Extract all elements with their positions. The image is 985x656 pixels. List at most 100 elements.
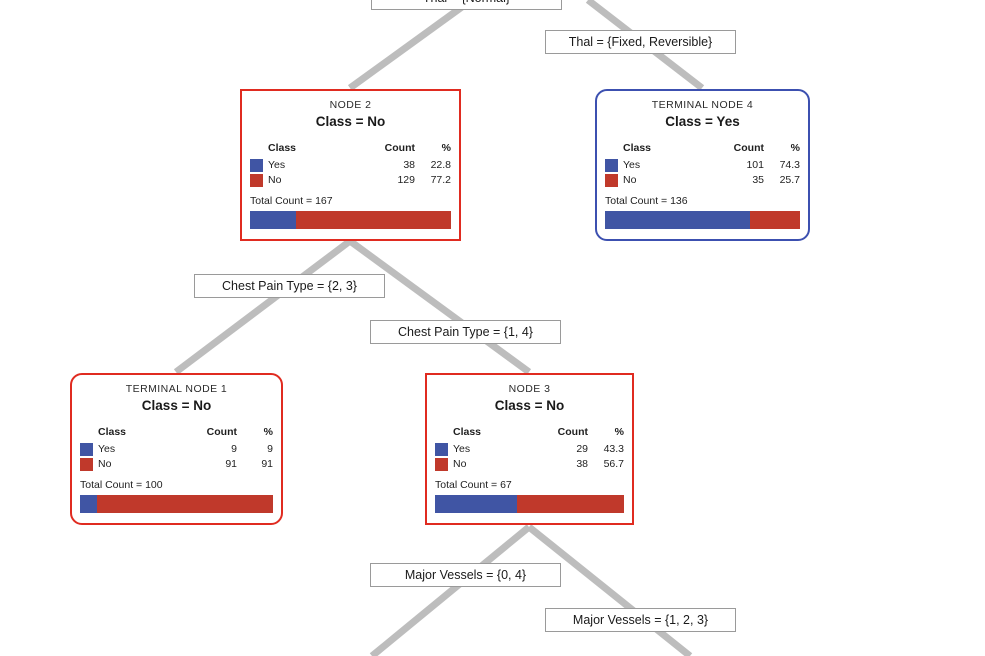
edge-label-major-vessels-1-2-3[interactable]: Major Vessels = {1, 2, 3} (545, 608, 736, 632)
header-class: Class (98, 426, 127, 438)
table-header-row: Class Count % (435, 425, 624, 440)
node-class-label: Class = Yes (665, 114, 740, 129)
row-pct: 9 (267, 443, 273, 455)
swatch-yes-icon (435, 443, 448, 456)
swatch-yes-icon (250, 159, 263, 172)
row-label: Yes (98, 443, 116, 455)
swatch-yes-icon (80, 443, 93, 456)
table-row: No 38 56.7 (435, 457, 624, 472)
edge-root-to-node2 (347, 1, 469, 91)
row-pct: 77.2 (430, 174, 451, 186)
node-distribution-bar (250, 211, 451, 229)
tree-node-terminal-node-1[interactable]: TERMINAL NODE 1 Class = No Class Count %… (70, 373, 283, 525)
node-class-table: Class Count % Yes 38 22.8 No 129 77.2 (250, 141, 451, 188)
header-count: Count (384, 142, 415, 154)
node-title: NODE 3 (508, 383, 551, 395)
row-label: No (268, 174, 282, 186)
header-count: Count (206, 426, 237, 438)
node-total-count: Total Count = 136 (605, 195, 688, 207)
bar-segment-no (749, 211, 800, 229)
bar-segment-no (516, 495, 624, 513)
row-pct: 22.8 (430, 159, 451, 171)
row-count: 38 (576, 458, 588, 470)
edge-label-thal-normal[interactable]: Thal = {Normal} (371, 0, 562, 10)
bar-segment-no (295, 211, 451, 229)
bar-segment-yes (605, 211, 750, 229)
table-row: No 91 91 (80, 457, 273, 472)
table-row: Yes 9 9 (80, 442, 273, 457)
row-count: 29 (576, 443, 588, 455)
tree-node-terminal-node-4[interactable]: TERMINAL NODE 4 Class = Yes Class Count … (595, 89, 810, 241)
table-row: Yes 101 74.3 (605, 158, 800, 173)
node-title: TERMINAL NODE 1 (125, 383, 228, 395)
row-pct: 56.7 (603, 458, 624, 470)
header-pct: % (263, 426, 273, 438)
node-class-table: Class Count % Yes 29 43.3 No 38 56.7 (435, 425, 624, 472)
node-class-label: Class = No (141, 398, 212, 413)
header-pct: % (441, 142, 451, 154)
bar-segment-yes (435, 495, 517, 513)
swatch-no-icon (250, 174, 263, 187)
row-label: Yes (268, 159, 286, 171)
edge-label-thal-fixed-reversible[interactable]: Thal = {Fixed, Reversible} (545, 30, 736, 54)
row-count: 38 (403, 159, 415, 171)
swatch-yes-icon (605, 159, 618, 172)
row-pct: 25.7 (779, 174, 800, 186)
edge-label-chest-pain-type-2-3[interactable]: Chest Pain Type = {2, 3} (194, 274, 385, 298)
table-row: Yes 38 22.8 (250, 158, 451, 173)
swatch-no-icon (435, 458, 448, 471)
header-class: Class (623, 142, 652, 154)
bar-segment-no (97, 495, 273, 513)
header-pct: % (790, 142, 800, 154)
table-header-row: Class Count % (80, 425, 273, 440)
edge-node3-to-left-child (369, 524, 532, 656)
edge-node2-to-node3 (347, 238, 532, 375)
tree-node-node-3[interactable]: NODE 3 Class = No Class Count % Yes 29 4… (425, 373, 634, 525)
tree-node-node-2[interactable]: NODE 2 Class = No Class Count % Yes 38 2… (240, 89, 461, 241)
node-distribution-bar (605, 211, 800, 229)
node-class-label: Class = No (494, 398, 565, 413)
header-count: Count (557, 426, 588, 438)
table-row: No 35 25.7 (605, 173, 800, 188)
node-total-count: Total Count = 100 (80, 479, 163, 491)
row-count: 35 (752, 174, 764, 186)
row-count: 9 (231, 443, 237, 455)
row-label: No (98, 458, 112, 470)
edge-label-major-vessels-0-4[interactable]: Major Vessels = {0, 4} (370, 563, 561, 587)
header-count: Count (733, 142, 764, 154)
node-distribution-bar (80, 495, 273, 513)
row-pct: 91 (261, 458, 273, 470)
node-distribution-bar (435, 495, 624, 513)
node-total-count: Total Count = 67 (435, 479, 512, 491)
edge-node2-to-terminal1 (173, 238, 353, 375)
row-label: No (453, 458, 467, 470)
table-header-row: Class Count % (250, 141, 451, 156)
edge-label-chest-pain-type-1-4[interactable]: Chest Pain Type = {1, 4} (370, 320, 561, 344)
node-title: NODE 2 (329, 99, 372, 111)
row-count: 129 (397, 174, 415, 186)
swatch-no-icon (80, 458, 93, 471)
swatch-no-icon (605, 174, 618, 187)
edge-node3-to-right-child (526, 524, 693, 656)
row-pct: 43.3 (603, 443, 624, 455)
node-class-label: Class = No (315, 114, 386, 129)
node-class-table: Class Count % Yes 9 9 No 91 91 (80, 425, 273, 472)
header-pct: % (614, 426, 624, 438)
bar-segment-yes (250, 211, 296, 229)
node-class-table: Class Count % Yes 101 74.3 No 35 25.7 (605, 141, 800, 188)
bar-segment-yes (80, 495, 98, 513)
node-total-count: Total Count = 167 (250, 195, 333, 207)
row-label: Yes (453, 443, 471, 455)
row-label: Yes (623, 159, 641, 171)
header-class: Class (268, 142, 297, 154)
row-label: No (623, 174, 637, 186)
table-row: No 129 77.2 (250, 173, 451, 188)
row-count: 91 (225, 458, 237, 470)
header-class: Class (453, 426, 482, 438)
table-row: Yes 29 43.3 (435, 442, 624, 457)
table-header-row: Class Count % (605, 141, 800, 156)
row-pct: 74.3 (779, 159, 800, 171)
node-title: TERMINAL NODE 4 (651, 99, 754, 111)
